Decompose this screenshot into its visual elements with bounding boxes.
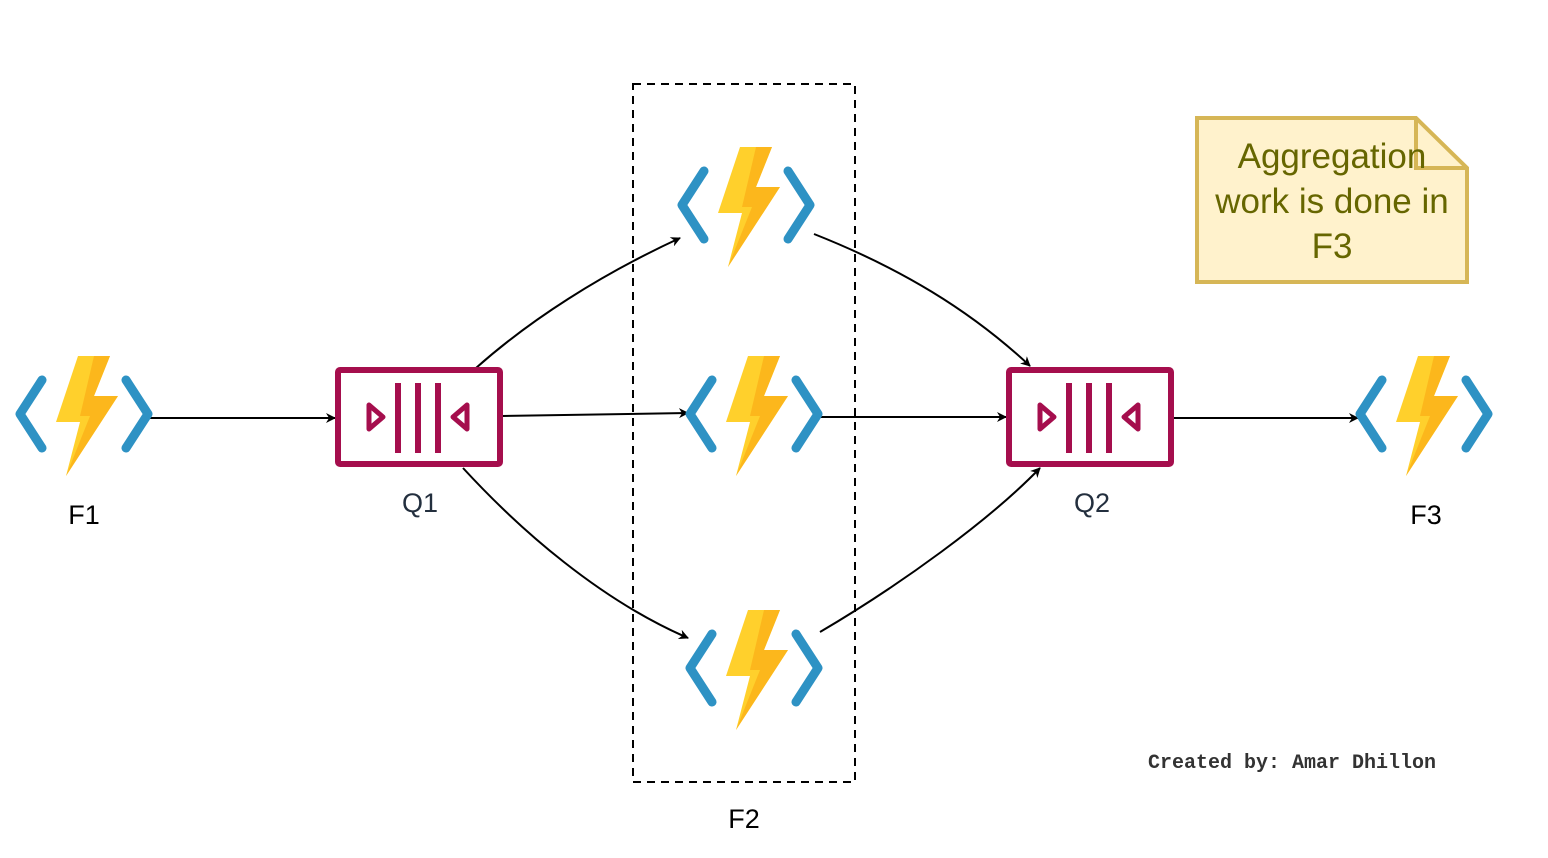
f2-group-box bbox=[632, 83, 856, 783]
function-icon-f3[interactable] bbox=[1360, 356, 1488, 476]
function-icon-f2-top[interactable] bbox=[682, 147, 810, 267]
credit-text: Created by: Amar Dhillon bbox=[1148, 752, 1437, 775]
edge-q1-f2c bbox=[462, 467, 689, 640]
edge-f2c-q2 bbox=[819, 467, 1041, 633]
function-icon-f2-bottom[interactable] bbox=[690, 610, 818, 730]
note-line: F3 bbox=[1311, 227, 1353, 266]
label-f2: F2 bbox=[728, 804, 760, 834]
note-line: work is done in bbox=[1215, 182, 1449, 221]
edge-q1-f2a bbox=[475, 237, 681, 369]
label-f3: F3 bbox=[1410, 500, 1442, 530]
label-q1: Q1 bbox=[401, 488, 439, 518]
edge-q1-f2b bbox=[501, 408, 689, 419]
note-shape bbox=[1195, 116, 1469, 284]
note-line: Aggregation bbox=[1237, 137, 1427, 176]
queue-icon-q2[interactable] bbox=[1009, 370, 1171, 464]
label-f1: F1 bbox=[68, 500, 100, 530]
function-icon-f1[interactable] bbox=[20, 356, 148, 476]
note-text: Aggregation work is done in F3 bbox=[1198, 134, 1466, 269]
edge-f2a-q2 bbox=[813, 233, 1031, 367]
function-icon-f2-middle[interactable] bbox=[690, 356, 818, 476]
queue-icon-q1[interactable] bbox=[338, 370, 500, 464]
label-q2: Q2 bbox=[1073, 488, 1111, 518]
